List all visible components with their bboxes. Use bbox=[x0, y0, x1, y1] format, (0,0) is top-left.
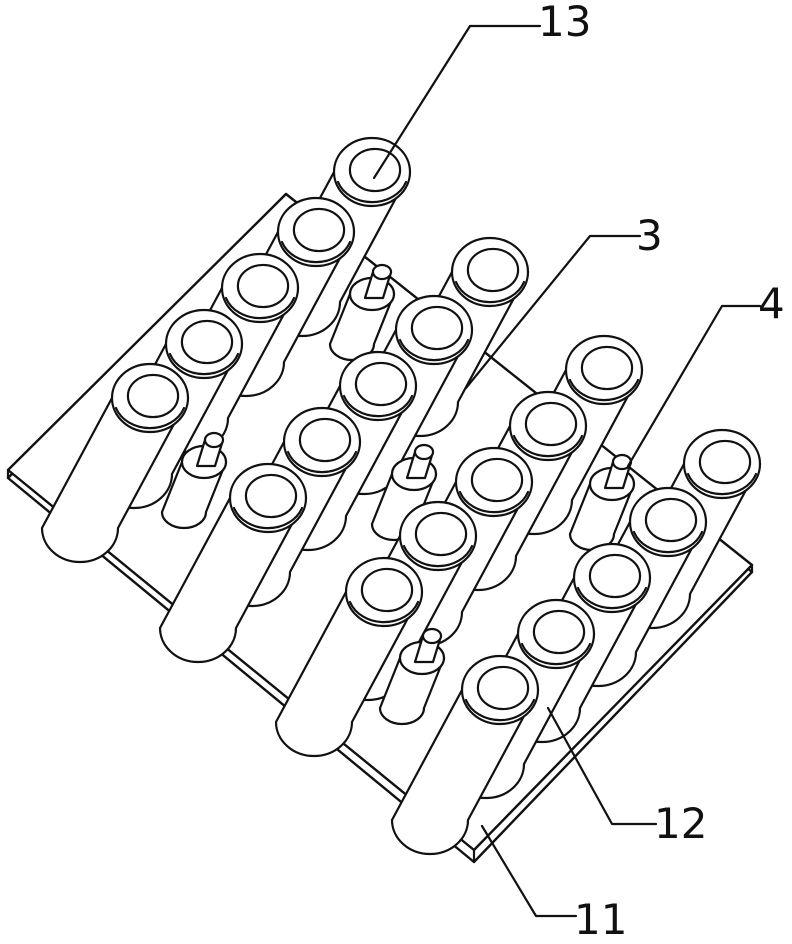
cylinder-5 bbox=[40, 362, 190, 564]
label-12: 12 bbox=[654, 799, 707, 848]
parts-layer bbox=[40, 136, 762, 856]
pin-3 bbox=[370, 443, 438, 542]
pin-4 bbox=[568, 453, 636, 552]
pin-1 bbox=[328, 263, 396, 362]
cylinder-15 bbox=[274, 556, 424, 758]
cylinder-20 bbox=[390, 654, 540, 856]
cylinder-10 bbox=[158, 462, 308, 664]
label-11: 11 bbox=[574, 895, 627, 944]
label-4: 4 bbox=[758, 279, 785, 328]
label-3: 3 bbox=[636, 211, 663, 260]
leader-lines bbox=[372, 24, 762, 918]
label-13: 13 bbox=[538, 0, 591, 46]
pin-2 bbox=[160, 431, 228, 530]
pin-5 bbox=[378, 627, 446, 726]
